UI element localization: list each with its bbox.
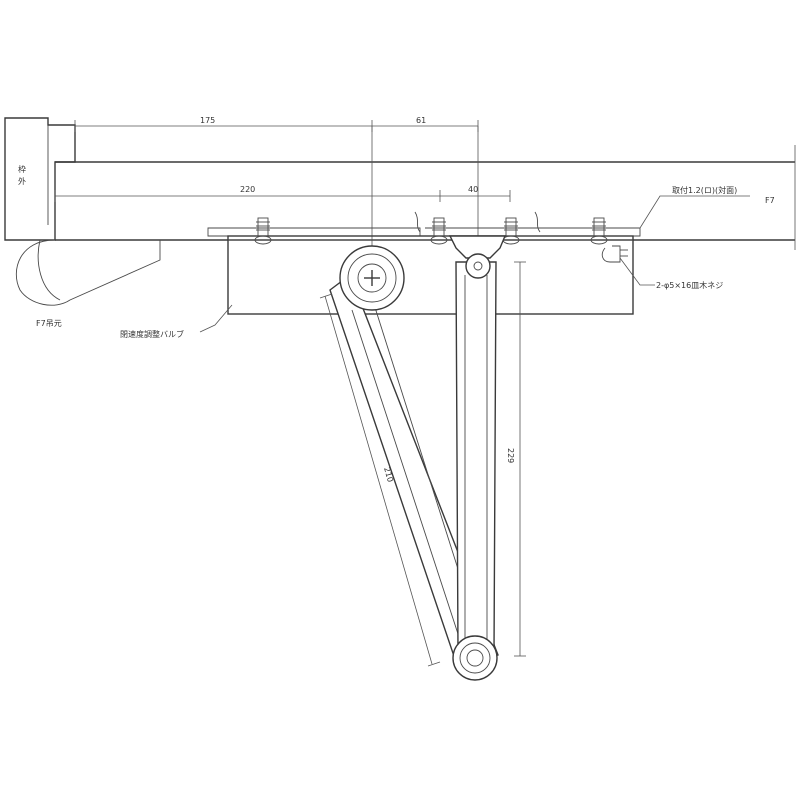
elbow-joint <box>452 635 498 681</box>
door-label-left: F7吊元 <box>36 319 62 328</box>
dim-40: 40 <box>468 185 478 194</box>
dim-220: 220 <box>240 185 255 194</box>
dim-229: 229 <box>506 448 515 463</box>
door-label-right: F7 <box>765 196 775 205</box>
door-frame <box>4 117 76 241</box>
door-leaf <box>55 145 796 250</box>
side-screw <box>601 245 655 286</box>
hinge-swing <box>15 239 161 306</box>
closer-body <box>227 235 634 315</box>
dimension-220-40 <box>54 190 511 202</box>
shoe-bracket <box>448 235 507 279</box>
dimension-229 <box>514 261 526 657</box>
forearm <box>455 261 497 653</box>
frame-label-bottom: 外 <box>18 176 26 186</box>
dimension-210 <box>319 293 441 667</box>
spindle-pivot <box>339 245 405 311</box>
dim-61: 61 <box>416 116 426 125</box>
dim-210: 210 <box>382 466 395 483</box>
mounting-plate <box>207 211 641 237</box>
frame-label-top: 枠 <box>18 164 26 174</box>
dim-175: 175 <box>200 116 215 125</box>
cover-note: 取付1.2(ロ)(対面) <box>672 185 737 195</box>
screw-note: 2-φ5×16皿木ネジ <box>656 280 723 290</box>
valve-leader <box>199 304 233 333</box>
valve-note: 閉速度調整バルブ <box>120 329 184 339</box>
mounting-screws <box>254 217 608 245</box>
cover-note-leader <box>639 195 750 229</box>
